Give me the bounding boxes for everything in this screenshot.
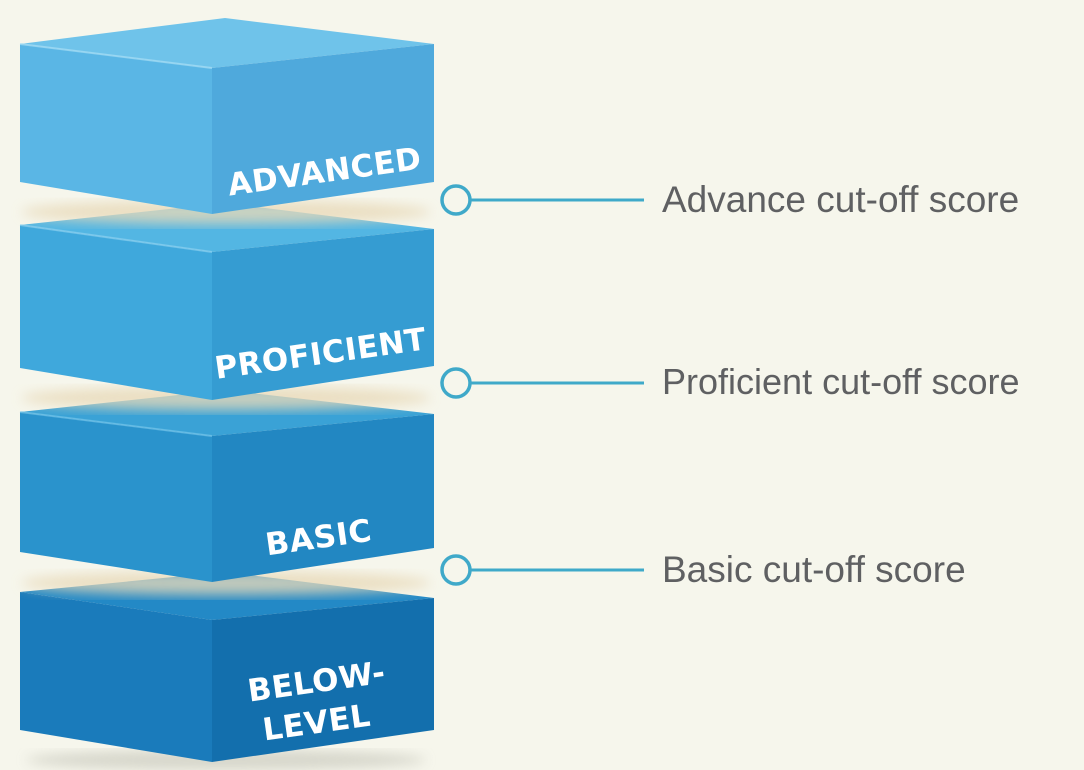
cutoff-connector-basic	[440, 554, 644, 586]
block-proficient-front-right	[212, 229, 434, 400]
cutoff-marker-basic	[440, 554, 472, 586]
block-below-level-front-left	[20, 592, 212, 762]
block-below-level-front-right	[212, 598, 434, 762]
block-proficient: PROFICIENT	[19, 203, 434, 400]
cutoff-label-proficient: Proficient cut-off score	[662, 361, 1020, 402]
block-below-level: BELOW- LEVEL	[20, 572, 434, 770]
cutoff-label-advance: Advance cut-off score	[662, 179, 1020, 220]
block-advanced-front-left	[20, 44, 212, 214]
cutoff-label-basic: Basic cut-off score	[662, 549, 966, 590]
block-advanced-top	[20, 18, 434, 68]
block-advanced-front-right	[212, 44, 434, 214]
block-proficient-front-left	[20, 225, 212, 400]
cutoff-marker-advance	[440, 184, 472, 216]
block-basic: BASIC	[19, 390, 434, 582]
block-basic-front-right	[212, 414, 434, 582]
cutoff-marker-proficient	[440, 367, 472, 399]
cutoff-connector-proficient	[440, 367, 644, 399]
block-basic-front-left	[20, 412, 212, 582]
block-advanced: ADVANCED	[19, 18, 434, 214]
cutoff-connector-advance	[440, 184, 644, 216]
